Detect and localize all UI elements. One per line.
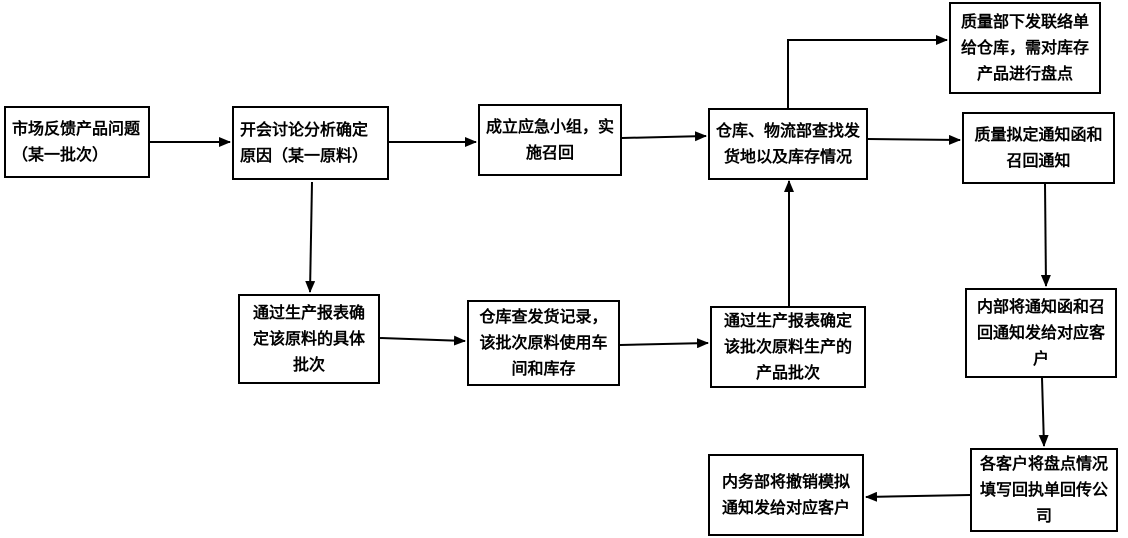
node-production-report-products: 通过生产报表确定该批次原料生产的产品批次 xyxy=(710,306,866,388)
node-quality-liaison: 质量部下发联络单给仓库，需对库存产品进行盘点 xyxy=(949,2,1101,94)
arrow-n4-n5 xyxy=(787,35,948,108)
node-market-feedback-label: 市场反馈产品问题（某一批次） xyxy=(12,119,141,164)
node-meeting-analysis: 开会讨论分析确定原因（某一原料） xyxy=(232,106,389,180)
node-emergency-team-label: 成立应急小组，实施召回 xyxy=(486,117,615,162)
arrow-n3-n4 xyxy=(621,131,707,142)
node-warehouse-logistics: 仓库、物流部查找发货地以及库存情况 xyxy=(708,108,868,180)
node-customer-receipt-label: 各客户将盘点情况填写回执单回传公司 xyxy=(979,454,1108,525)
node-revoke-notice-label: 内务部将撤销模拟通知发给对应客户 xyxy=(721,472,850,517)
node-production-report-batch: 通过生产报表确定该原料的具体批次 xyxy=(238,294,380,384)
arrow-n10-n11 xyxy=(1038,377,1049,447)
node-market-feedback: 市场反馈产品问题（某一批次） xyxy=(4,106,150,178)
node-internal-notify-customers: 内部将通知函和召回通知发给对应客户 xyxy=(965,288,1117,378)
arrow-n6-n10 xyxy=(1040,183,1051,287)
node-emergency-team: 成立应急小组，实施召回 xyxy=(478,104,622,176)
arrow-n11-n12 xyxy=(865,491,971,502)
node-meeting-analysis-label: 开会讨论分析确定原因（某一原料） xyxy=(240,120,369,165)
node-internal-notify-customers-label: 内部将通知函和召回通知发给对应客户 xyxy=(976,297,1105,368)
arrow-n2-n7 xyxy=(305,181,316,293)
node-production-report-batch-label: 通过生产报表确定该原料的具体批次 xyxy=(252,303,365,374)
node-warehouse-shipping-records: 仓库查发货记录，该批次原料使用车间和库存 xyxy=(467,300,620,386)
arrow-n8-n9 xyxy=(619,338,709,349)
node-revoke-notice: 内务部将撤销模拟通知发给对应客户 xyxy=(708,454,864,536)
arrow-n4-n6 xyxy=(867,134,961,145)
node-quality-notice-label: 质量拟定通知函和召回通知 xyxy=(974,125,1103,170)
arrow-n7-n8 xyxy=(379,335,466,346)
node-quality-liaison-label: 质量部下发联络单给仓库，需对库存产品进行盘点 xyxy=(960,12,1089,83)
node-warehouse-logistics-label: 仓库、物流部查找发货地以及库存情况 xyxy=(716,121,861,166)
node-quality-notice: 质量拟定通知函和召回通知 xyxy=(962,112,1115,184)
node-production-report-products-label: 通过生产报表确定该批次原料生产的产品批次 xyxy=(723,311,852,382)
node-warehouse-shipping-records-label: 仓库查发货记录，该批次原料使用车间和库存 xyxy=(479,307,608,378)
node-customer-receipt: 各客户将盘点情况填写回执单回传公司 xyxy=(970,448,1118,532)
